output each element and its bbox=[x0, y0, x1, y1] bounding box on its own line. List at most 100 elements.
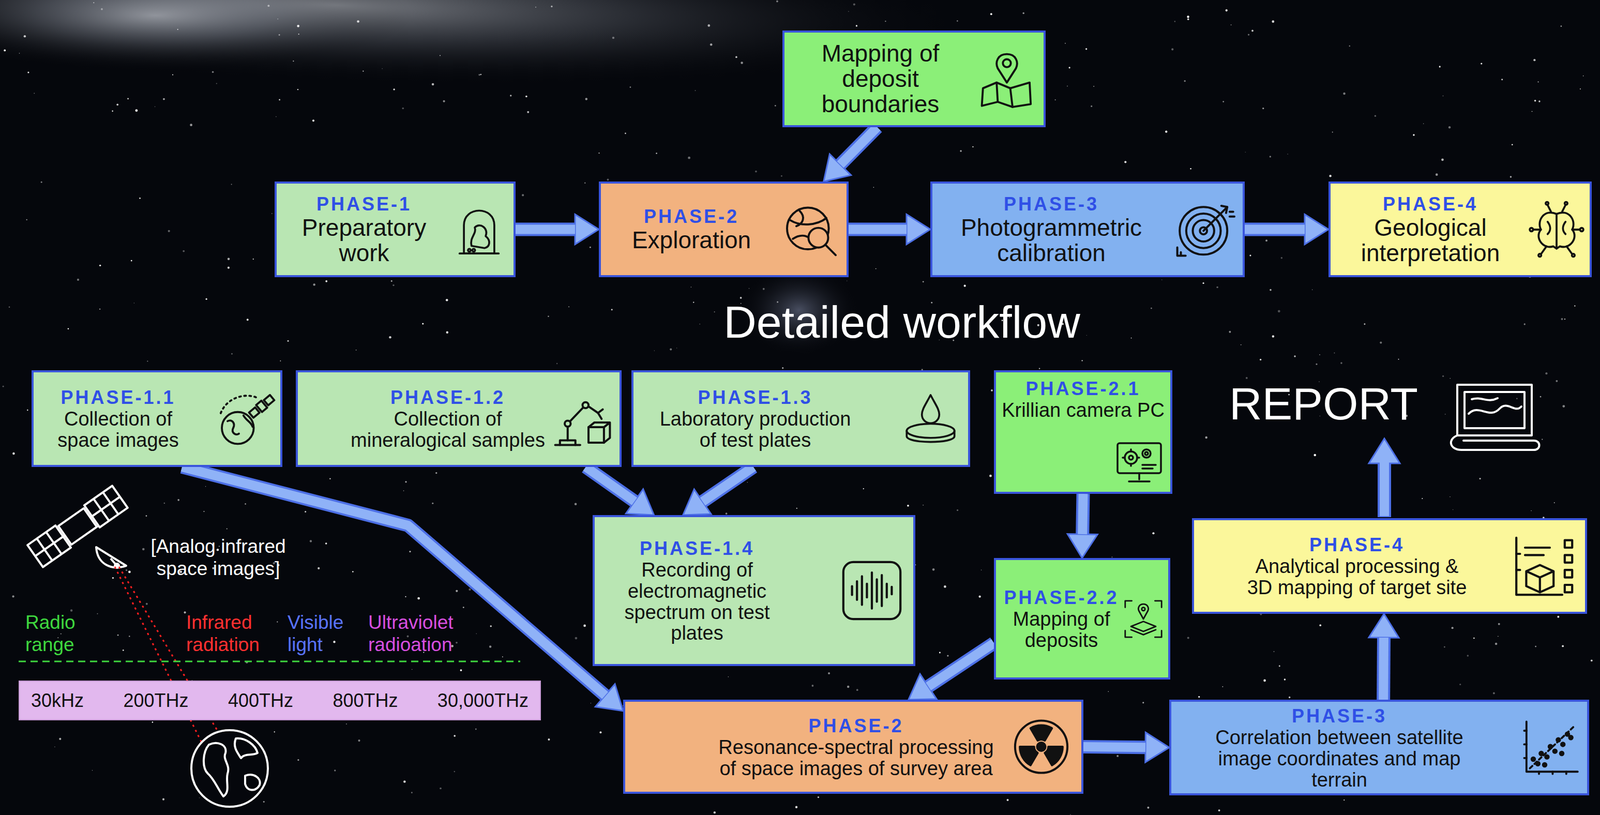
star bbox=[97, 613, 99, 615]
star bbox=[727, 708, 730, 712]
star bbox=[275, 544, 278, 546]
star bbox=[1071, 756, 1074, 759]
star bbox=[263, 801, 265, 803]
star bbox=[1080, 642, 1082, 645]
star bbox=[1324, 787, 1327, 790]
star bbox=[1512, 594, 1514, 596]
star bbox=[840, 722, 842, 724]
star bbox=[1562, 404, 1565, 408]
star bbox=[1006, 798, 1009, 802]
image-note: [Analog infrared space images] bbox=[135, 535, 301, 580]
star bbox=[1552, 781, 1554, 783]
flow-arrow bbox=[1244, 214, 1329, 245]
box-text: Recording of electromagnetic spectrum on… bbox=[599, 559, 795, 644]
star bbox=[1225, 9, 1228, 12]
star bbox=[616, 394, 618, 396]
process-box: PHASE-3Photogrammetric calibration bbox=[930, 181, 1245, 278]
phase-label: PHASE-1.2 bbox=[339, 386, 557, 409]
arrow-body bbox=[585, 466, 635, 502]
star bbox=[568, 306, 570, 308]
target-icon bbox=[1174, 199, 1235, 260]
star bbox=[436, 380, 439, 383]
star bbox=[298, 33, 300, 35]
star bbox=[227, 258, 230, 261]
star bbox=[409, 550, 411, 553]
star bbox=[1459, 683, 1461, 686]
star bbox=[1495, 642, 1498, 646]
star bbox=[1498, 623, 1501, 626]
star bbox=[1132, 183, 1134, 185]
star bbox=[692, 463, 694, 465]
star bbox=[135, 109, 139, 112]
flow-arrow bbox=[585, 466, 655, 516]
star bbox=[182, 250, 185, 253]
star bbox=[550, 5, 553, 8]
star bbox=[1332, 131, 1334, 133]
star bbox=[92, 770, 93, 771]
star bbox=[58, 737, 62, 741]
star bbox=[782, 724, 784, 726]
star bbox=[152, 721, 154, 723]
star bbox=[216, 548, 219, 551]
star bbox=[690, 286, 692, 288]
star bbox=[796, 518, 799, 520]
arrow-outline bbox=[515, 222, 576, 237]
star bbox=[494, 701, 496, 703]
star bbox=[315, 695, 317, 697]
star bbox=[941, 73, 944, 77]
star bbox=[184, 702, 187, 705]
star bbox=[1069, 813, 1071, 815]
star bbox=[440, 688, 442, 690]
star bbox=[1269, 155, 1272, 158]
star bbox=[162, 98, 165, 101]
node-content: PHASE-2.2Mapping of deposits bbox=[995, 560, 1169, 678]
star bbox=[329, 478, 331, 480]
star bbox=[309, 539, 312, 542]
process-box: PHASE-1.4Recording of electromagnetic sp… bbox=[592, 515, 916, 667]
node-content: PHASE-2Resonance-spectral processing of … bbox=[625, 701, 1082, 792]
star bbox=[963, 284, 966, 288]
star bbox=[443, 212, 445, 214]
star bbox=[747, 481, 748, 483]
node-content: PHASE-2.1Krillian camera PC bbox=[995, 372, 1171, 492]
star bbox=[1204, 436, 1207, 439]
star bbox=[932, 568, 935, 571]
satearth-icon bbox=[216, 390, 274, 448]
star bbox=[516, 698, 519, 701]
star bbox=[1516, 397, 1518, 399]
star bbox=[431, 502, 434, 505]
star bbox=[1085, 48, 1088, 50]
star bbox=[2, 385, 5, 388]
star bbox=[1259, 358, 1262, 361]
star bbox=[490, 625, 492, 627]
star bbox=[607, 178, 610, 181]
star bbox=[1439, 65, 1441, 68]
star bbox=[972, 146, 974, 148]
star bbox=[1342, 92, 1346, 96]
star bbox=[348, 382, 352, 386]
star bbox=[334, 430, 338, 434]
star bbox=[1417, 603, 1420, 606]
star bbox=[122, 649, 125, 652]
star bbox=[1555, 380, 1558, 383]
star bbox=[1008, 112, 1011, 115]
arrow-outline bbox=[840, 127, 878, 165]
star bbox=[172, 74, 174, 76]
satellite-illustration bbox=[27, 485, 128, 568]
star bbox=[921, 368, 924, 371]
star bbox=[1553, 548, 1556, 551]
star bbox=[1429, 575, 1431, 577]
star bbox=[1265, 239, 1268, 242]
star bbox=[1111, 556, 1113, 558]
star bbox=[1451, 626, 1454, 629]
star bbox=[1036, 758, 1038, 760]
star bbox=[846, 280, 848, 281]
star bbox=[218, 546, 220, 548]
star bbox=[139, 197, 141, 200]
process-box: Mapping of deposit boundaries bbox=[782, 30, 1046, 128]
star bbox=[231, 353, 233, 355]
node-content: PHASE-4Analytical processing & 3D mappin… bbox=[1194, 520, 1586, 612]
star bbox=[325, 280, 328, 283]
star bbox=[759, 240, 761, 242]
